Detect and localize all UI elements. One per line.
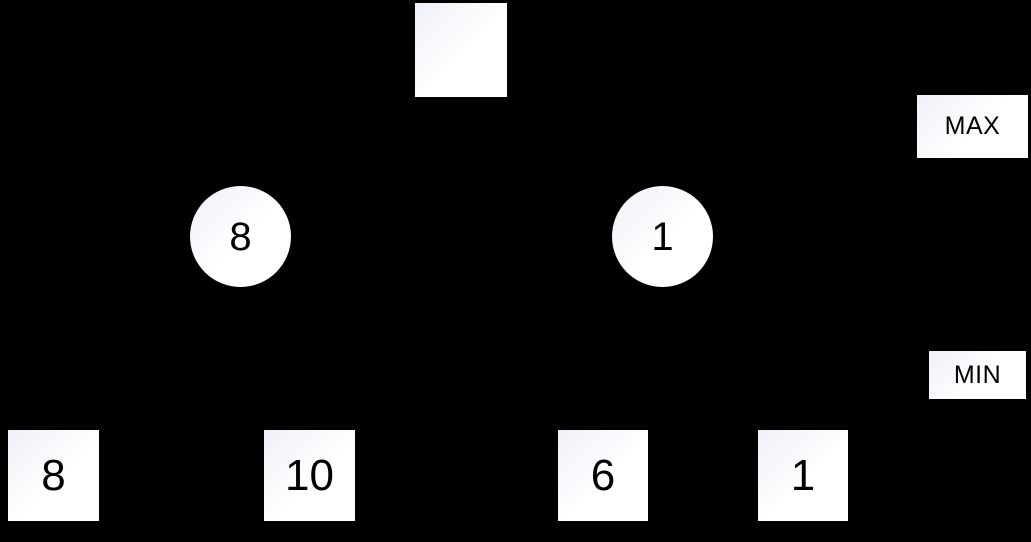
leaf-node-4[interactable]: 1 — [758, 430, 848, 521]
level-label-max: MAX — [917, 95, 1028, 158]
level-label-min: MIN — [929, 351, 1026, 399]
leaf-node-3[interactable]: 6 — [558, 430, 648, 521]
max-node-left[interactable]: 8 — [190, 186, 291, 287]
leaf-node-1[interactable]: 8 — [8, 430, 99, 521]
leaf-node-2[interactable]: 10 — [264, 430, 355, 521]
root-node[interactable] — [415, 3, 507, 97]
max-node-right[interactable]: 1 — [612, 186, 713, 287]
